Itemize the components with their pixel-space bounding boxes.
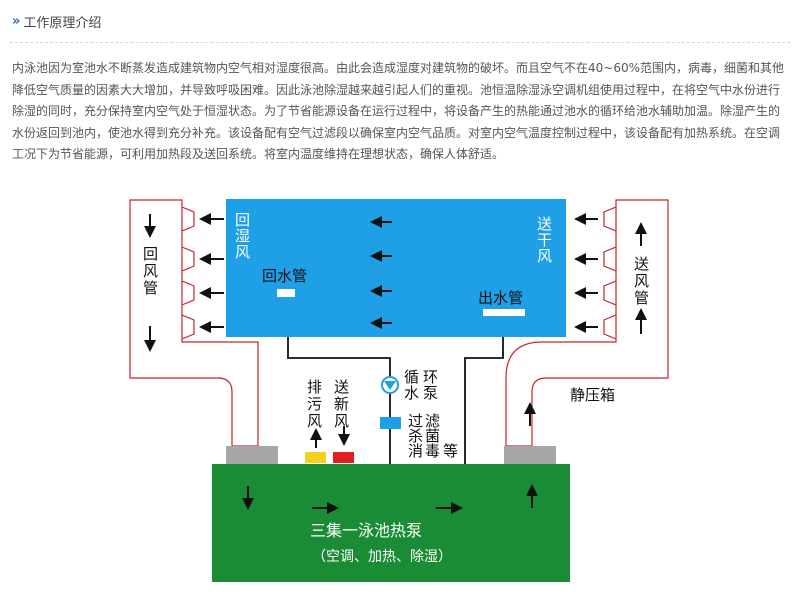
return-duct-label: 回风管 bbox=[143, 245, 158, 297]
double-chevron-icon: » bbox=[12, 14, 21, 29]
pool-flow-arrows bbox=[370, 216, 392, 329]
unit-flow-arrows bbox=[242, 484, 538, 514]
return-air-duct bbox=[129, 199, 259, 447]
heat-pump-unit bbox=[212, 464, 570, 582]
supply-duct-label: 送风管 bbox=[634, 255, 649, 307]
water-pipes bbox=[287, 337, 504, 464]
header-divider bbox=[10, 42, 790, 43]
return-connector bbox=[226, 446, 278, 464]
filter-unit bbox=[380, 417, 401, 429]
supply-air-arrows bbox=[574, 213, 598, 333]
pump-label: 循环 水泵 bbox=[404, 368, 443, 402]
supply-air-duct bbox=[505, 199, 669, 447]
section-title: 工作原理介绍 bbox=[23, 16, 102, 31]
unit-title: 三集一泳池热泵 bbox=[310, 521, 422, 540]
supply-grilles bbox=[603, 206, 617, 340]
section-header: » 工作原理介绍 bbox=[12, 12, 101, 31]
plenum-label: 静压箱 bbox=[570, 386, 615, 404]
supply-connector bbox=[504, 446, 556, 464]
outlet-pipe-label: 出水管 bbox=[478, 289, 523, 307]
exhaust-vent bbox=[305, 452, 326, 463]
outlet-pipe-marker bbox=[483, 309, 525, 316]
exhaust-label: 排污风 bbox=[307, 378, 322, 430]
circulation-pump-icon bbox=[381, 376, 399, 394]
return-air-label: 回湿风 bbox=[235, 211, 250, 261]
return-grilles bbox=[181, 206, 195, 340]
fresh-air-label: 送新风 bbox=[334, 378, 349, 430]
return-pipe-marker bbox=[277, 289, 295, 297]
return-air-arrows bbox=[199, 213, 224, 333]
intro-paragraph: 内泳池因为室池水不断蒸发造成建筑物内空气相对湿度很高。由此会造成湿度对建筑物的破… bbox=[12, 61, 785, 161]
return-pipe-label: 回水管 bbox=[262, 267, 307, 285]
supply-air-label: 送干风 bbox=[537, 215, 552, 265]
filter-label: 过滤 杀菌 消毒等 bbox=[408, 412, 458, 460]
unit-subtitle: （空调、加热、除湿） bbox=[312, 549, 452, 565]
fresh-air-vent bbox=[333, 452, 354, 463]
